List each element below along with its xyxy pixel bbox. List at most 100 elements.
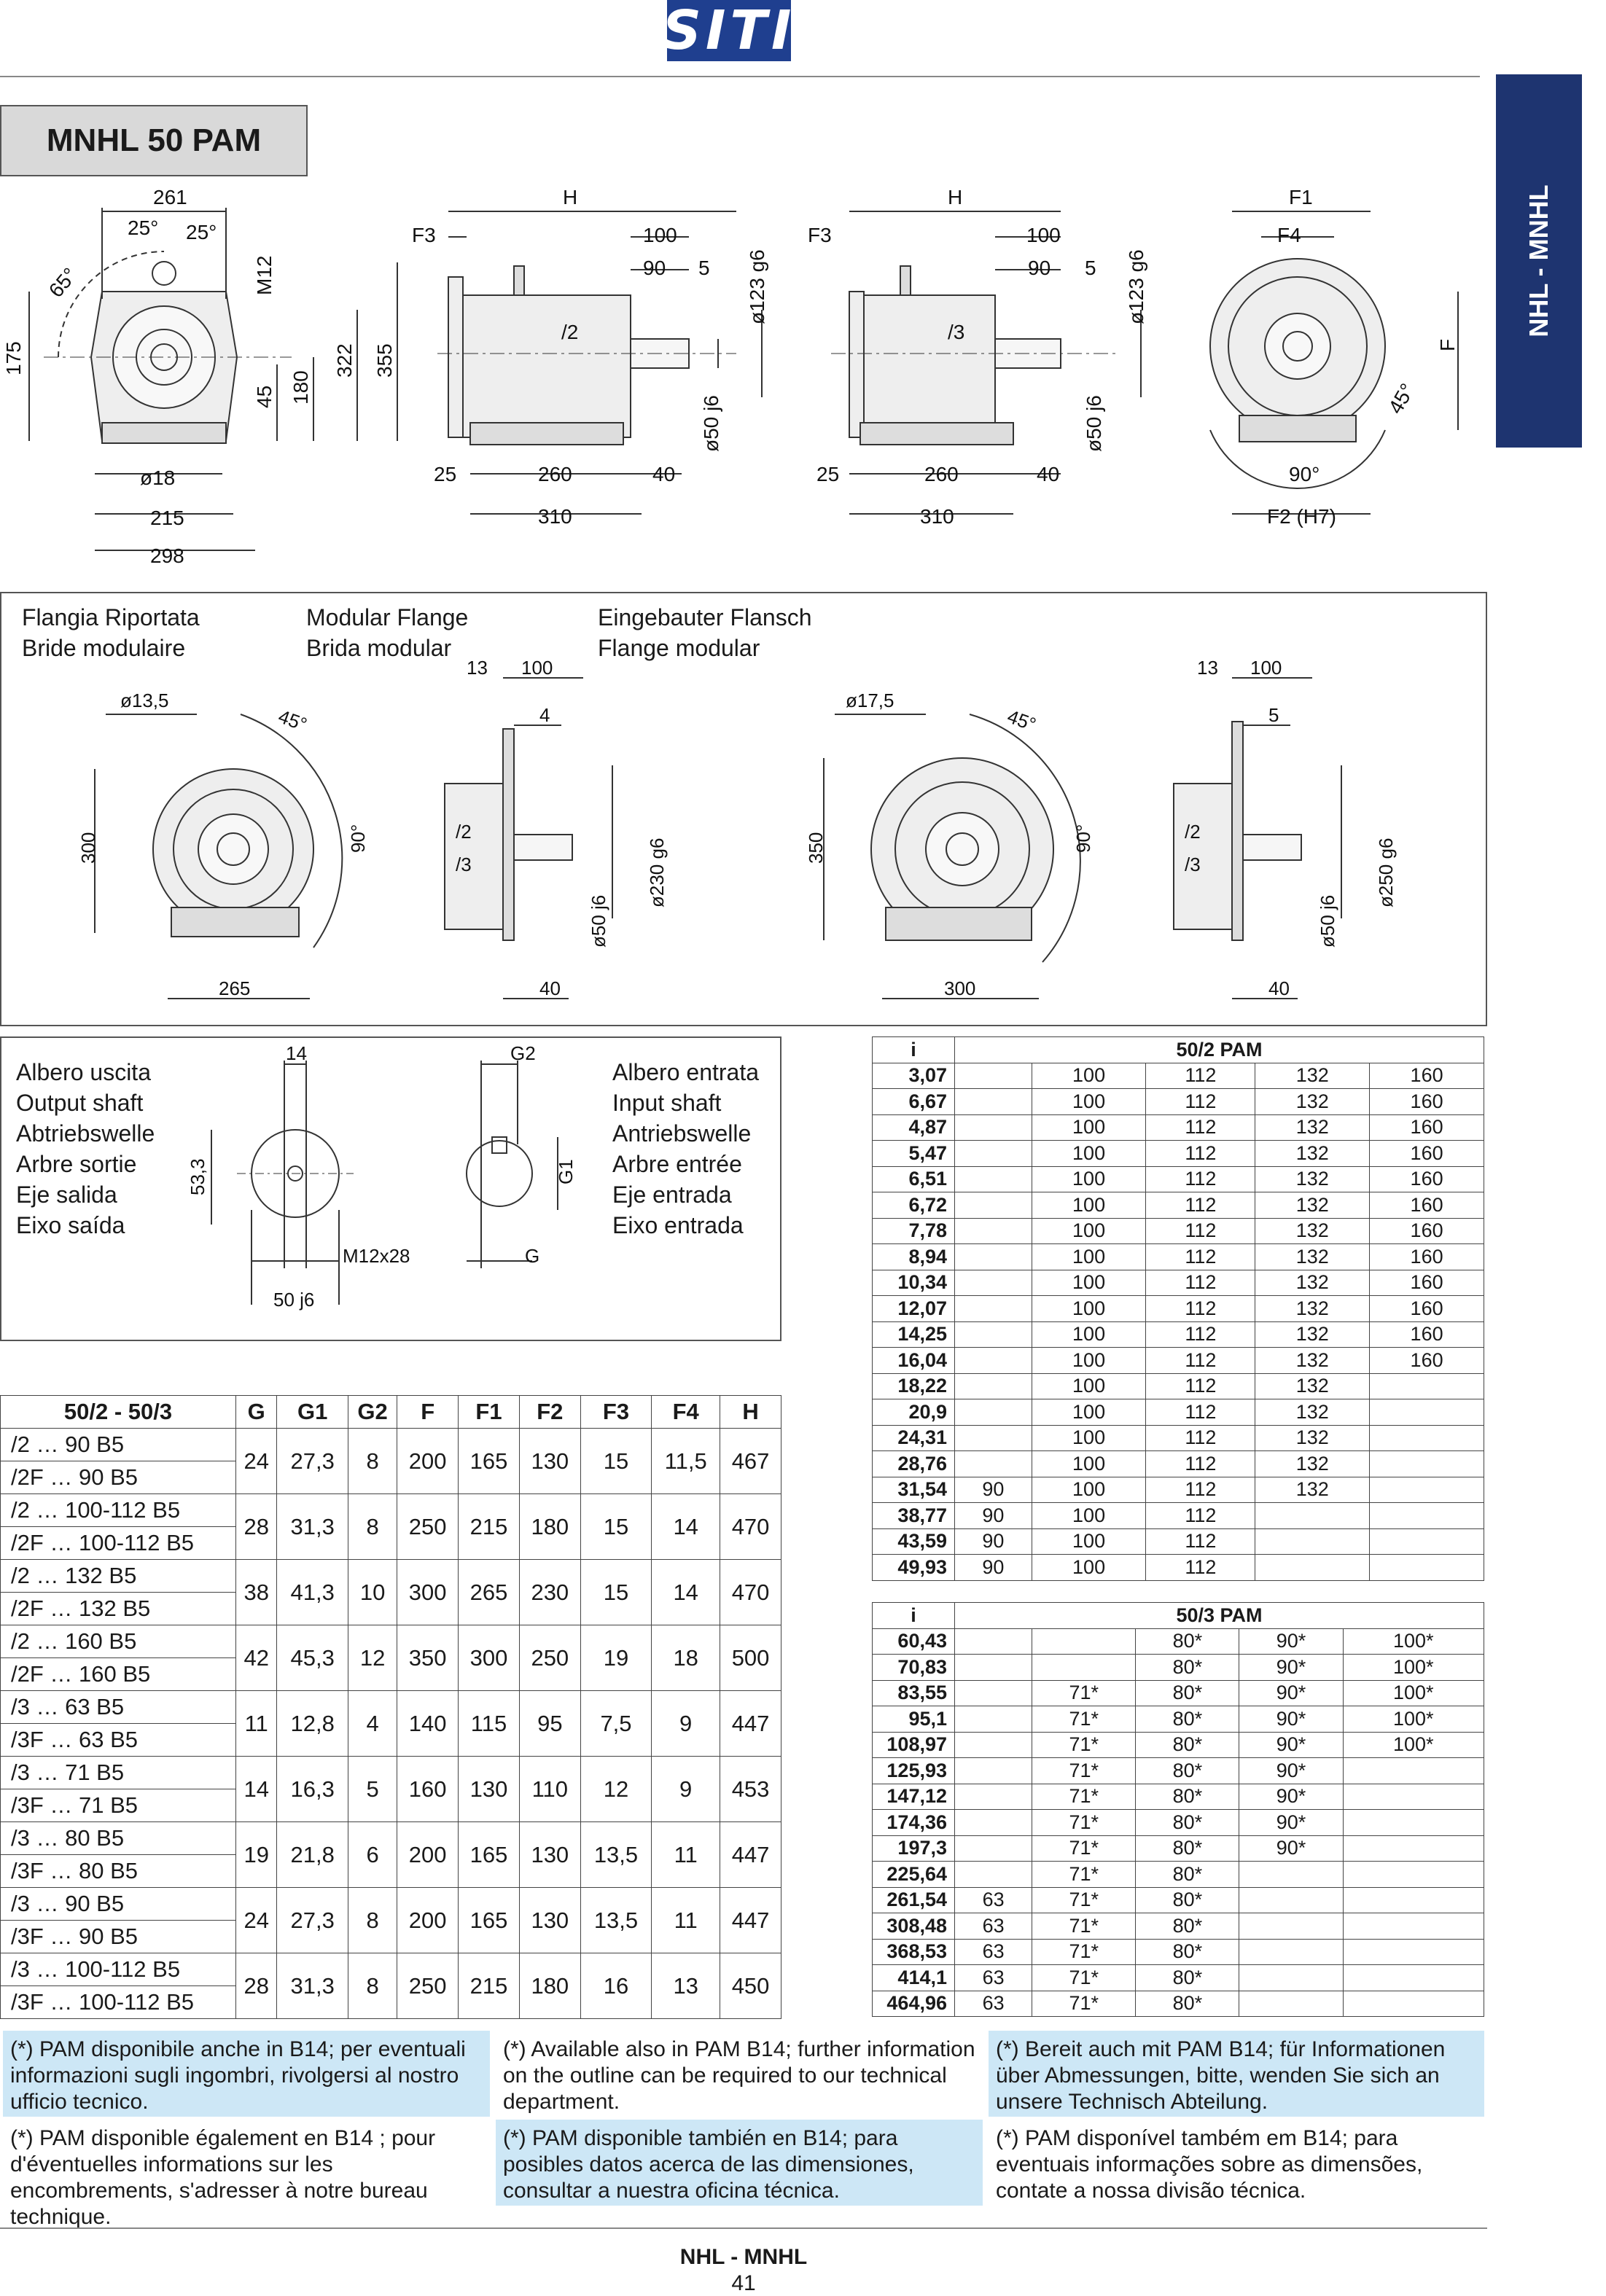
dim-row-label: /2 … 100-112 B5	[0, 1493, 236, 1527]
dim-row: /2F … 160 B5	[0, 1657, 781, 1691]
dim-260: 260	[924, 463, 959, 485]
note-fr: (*) PAM disponible également en B14 ; po…	[10, 2126, 436, 2229]
ratio-cell: 132	[1255, 1424, 1371, 1451]
ratio-cell: 112	[1145, 1165, 1256, 1192]
dim-180: 180	[289, 370, 312, 405]
ratio-cell: 132	[1255, 1217, 1371, 1244]
dim-header-cell: F	[397, 1395, 459, 1429]
flange-face-view: F1 F4 F 45° 90° F2 (H7)	[1209, 186, 1459, 528]
ratio-cell: 160	[1369, 1347, 1484, 1374]
ratio-cell: 160	[1369, 1062, 1484, 1089]
dim-value-cell: 9	[651, 1690, 721, 1757]
ratio-cell: 100	[1031, 1528, 1147, 1555]
dim-value-cell: 95	[518, 1690, 581, 1757]
dim-value-cell: 19	[235, 1821, 278, 1888]
ratio-cell	[954, 1731, 1033, 1758]
ratio-cell: 90*	[1239, 1809, 1344, 1836]
ratio-cell: 100	[1031, 1347, 1147, 1374]
dim-value-cell: 160	[397, 1756, 459, 1822]
dim-value-cell: 14	[651, 1493, 721, 1560]
angle-45: 45°	[276, 705, 310, 735]
flange-label-en: Modular Flange	[306, 604, 469, 630]
ratio-cell	[1239, 1990, 1344, 2017]
ratio-cell: 132	[1255, 1450, 1371, 1477]
ratio-cell	[1342, 1938, 1485, 1965]
dim-value-cell: 250	[397, 1493, 459, 1560]
ratio-value: 10,34	[872, 1269, 955, 1296]
dim-value-cell: 21,8	[276, 1821, 348, 1888]
dim-260: 260	[538, 463, 572, 485]
ratio-cell: 112	[1145, 1062, 1256, 1089]
out-label-en: Output shaft	[16, 1090, 144, 1116]
ratio-cell: 71*	[1032, 1679, 1137, 1706]
ratio-cell: 80*	[1135, 1913, 1240, 1940]
dim-value-cell: 13,5	[580, 1887, 652, 1953]
ratio-cell	[1369, 1502, 1484, 1529]
dim-value-cell: 215	[458, 1493, 520, 1560]
dim-g1: G1	[555, 1159, 577, 1184]
dim-value-cell: 8	[347, 1428, 398, 1494]
dim-value-cell: 470	[720, 1559, 781, 1625]
dim-value-cell: 165	[458, 1821, 520, 1888]
ratio-cell: 63	[954, 1964, 1033, 1991]
shaft-drawings: 14 53,3 M12x28 50 j6 G2 G1 G	[187, 1042, 577, 1311]
ratio-cell: 112	[1145, 1424, 1256, 1451]
dim-value-cell: 10	[347, 1559, 398, 1625]
dim-value-cell: 9	[651, 1756, 721, 1822]
ratio-cell	[1342, 1913, 1485, 1940]
dim-value-cell: 24	[235, 1428, 278, 1494]
ratio-2: /2	[561, 321, 578, 343]
ratio-cell	[954, 1165, 1032, 1192]
ratio-cell: 100	[1031, 1554, 1147, 1581]
dim-value-cell: 7,5	[580, 1690, 652, 1757]
ratio-cell: 71*	[1032, 1835, 1137, 1862]
ratio-cell	[954, 1706, 1033, 1733]
ratio-value: 7,78	[872, 1217, 955, 1244]
ratio-value: 16,04	[872, 1347, 955, 1374]
ratio-cell: 112	[1145, 1114, 1256, 1141]
ratio-value: 464,96	[872, 1990, 955, 2017]
dim-g2: G2	[510, 1042, 536, 1064]
dim-f3: F3	[808, 224, 832, 246]
ratio-cell: 90*	[1239, 1706, 1344, 1733]
ratio-cell: 100	[1031, 1114, 1147, 1141]
dim-40: 40	[652, 463, 675, 485]
dim-row-label: /2 … 90 B5	[0, 1428, 236, 1461]
dim-value-cell: 165	[458, 1887, 520, 1953]
dim-4: 4	[539, 704, 550, 726]
dim-50: ø50 j6	[1317, 895, 1338, 948]
ratio-value: 70,83	[872, 1654, 955, 1681]
footer-series: NHL - MNHL	[679, 2245, 808, 2269]
dim-row: /3F … 80 B5	[0, 1854, 781, 1888]
ratio-value: 197,3	[872, 1835, 955, 1862]
angle-90: 90°	[1072, 824, 1094, 853]
dim-13: 13	[1197, 657, 1218, 679]
dim-value-cell: 11	[651, 1887, 721, 1953]
ratio-cell: 112	[1145, 1217, 1256, 1244]
dim-hole-18: ø18	[140, 466, 175, 489]
top-drawings: 261 25° 25° 65° M12 175 45 180 322 355 ø…	[2, 186, 1459, 567]
flange-1-face: ø13,5 45° 90° 300 265	[77, 690, 369, 999]
ratio-cell: 63	[954, 1886, 1033, 1913]
dim-header-cell: G2	[347, 1395, 398, 1429]
note-de: (*) Bereit auch mit PAM B14; für Informa…	[989, 2031, 1484, 2117]
header-rule	[0, 76, 1480, 77]
ratio-cell: 90*	[1239, 1654, 1344, 1681]
ratio-cell: 160	[1369, 1165, 1484, 1192]
ratio-cell: 100	[1031, 1243, 1147, 1270]
ratio-cell: 100	[1031, 1502, 1147, 1529]
dim-value-cell: 250	[518, 1625, 581, 1691]
ratio-i-header: i	[872, 1602, 955, 1629]
ratio-cell	[1255, 1502, 1371, 1529]
ratio-cell: 100*	[1342, 1679, 1485, 1706]
ratio-3: /3	[948, 321, 964, 343]
dim-value-cell: 16,3	[276, 1756, 348, 1822]
note-en: (*) Available also in PAM B14; further i…	[503, 2037, 975, 2114]
